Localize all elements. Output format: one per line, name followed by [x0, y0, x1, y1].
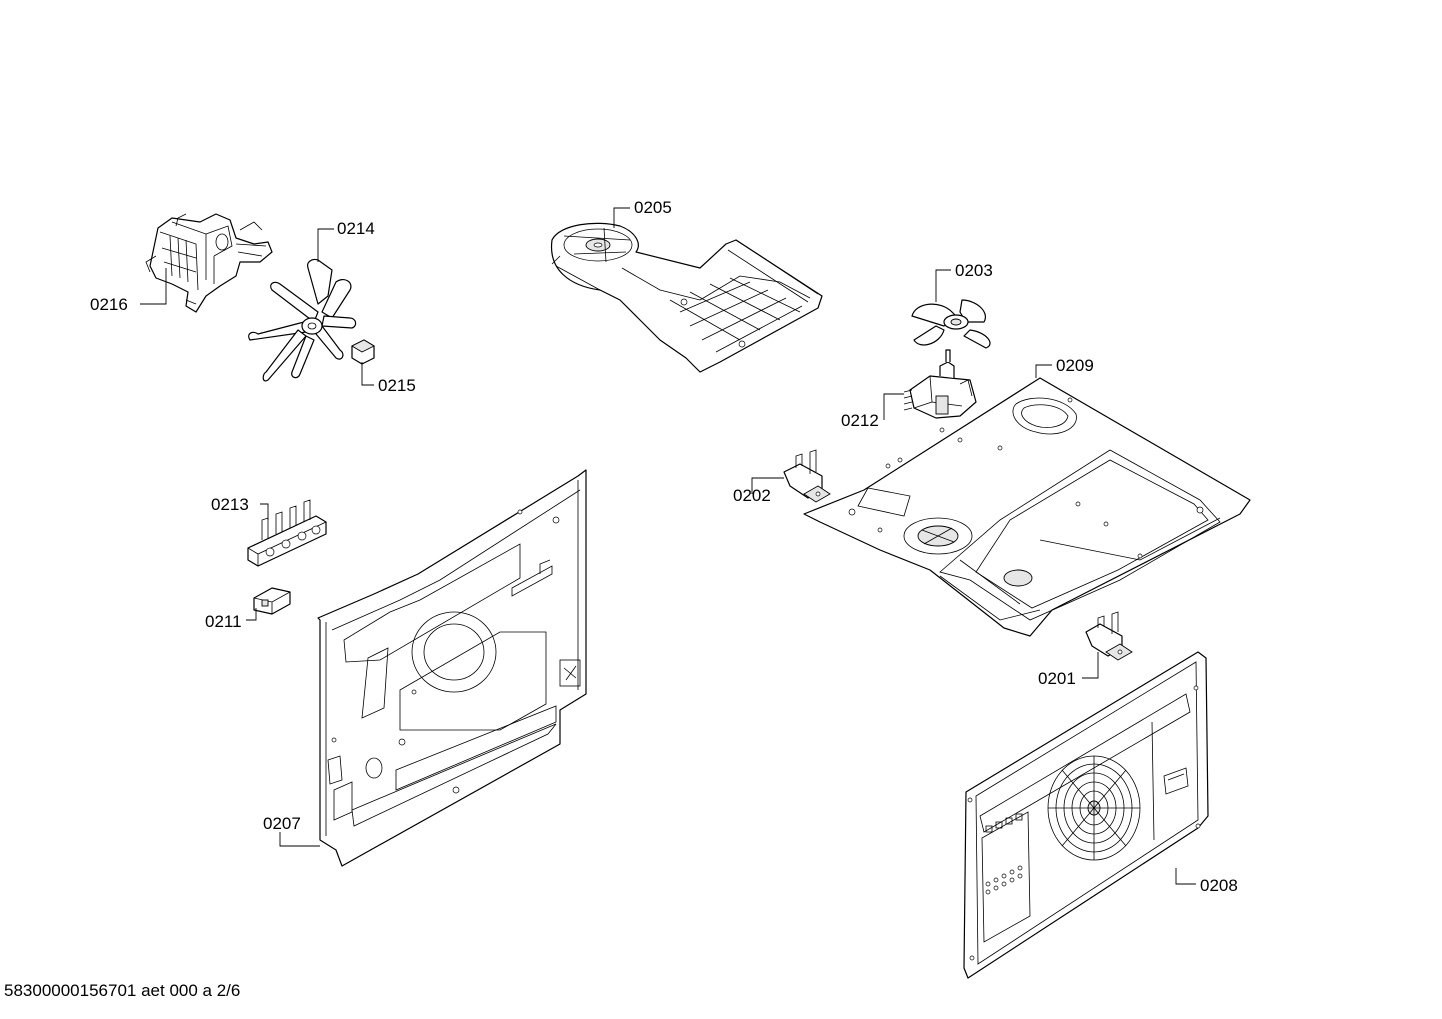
- drawing-reference-number: 58300000156701 aet 000 a 2/6: [4, 981, 241, 1000]
- part-0216-fan-motor: [145, 213, 273, 313]
- leader-0203: [935, 269, 951, 302]
- label-0213: 0213: [211, 495, 249, 514]
- label-0212: 0212: [841, 411, 879, 430]
- label-0202: 0202: [733, 486, 771, 505]
- leader-0205: [613, 207, 630, 228]
- part-labels: 0216 0214 0215 0205 0203 0212 0209 0202 …: [90, 198, 1238, 895]
- part-0205-fan-duct: [550, 222, 823, 373]
- leader-0212: [883, 393, 904, 420]
- part-0203-cooling-fan: [911, 299, 991, 349]
- label-0214: 0214: [337, 219, 375, 238]
- leader-0201: [1082, 652, 1099, 679]
- part-0212-fan-motor: [903, 349, 977, 419]
- label-0216: 0216: [90, 295, 128, 314]
- part-0201-thermostat: [1085, 611, 1133, 661]
- part-0208-back-wall: [963, 651, 1209, 979]
- leader-0216: [140, 268, 167, 305]
- leader-0214: [317, 228, 334, 262]
- leader-0213: [260, 503, 269, 520]
- label-0211: 0211: [205, 612, 242, 631]
- leader-0215: [361, 362, 374, 386]
- leader-0202: [751, 477, 784, 494]
- part-0215-nut: [351, 339, 375, 365]
- part-0207-rear-panel: [317, 469, 587, 867]
- label-0201: 0201: [1038, 669, 1076, 688]
- label-0207: 0207: [263, 814, 301, 833]
- label-0215: 0215: [378, 376, 416, 395]
- label-0209: 0209: [1056, 356, 1094, 375]
- part-0209-top-panel: [803, 377, 1251, 637]
- leader-0207: [279, 832, 320, 847]
- leader-0208: [1175, 868, 1196, 885]
- part-0211-connector: [253, 587, 291, 615]
- part-0214-impeller: [248, 258, 357, 382]
- leader-0209: [1035, 364, 1052, 378]
- leader-0211: [246, 608, 257, 621]
- label-0208: 0208: [1200, 876, 1238, 895]
- leader-lines: [140, 207, 1196, 885]
- part-0213-terminal-block: [247, 499, 327, 567]
- label-0203: 0203: [955, 261, 993, 280]
- part-0202-thermostat: [783, 449, 831, 503]
- label-0205: 0205: [634, 198, 672, 217]
